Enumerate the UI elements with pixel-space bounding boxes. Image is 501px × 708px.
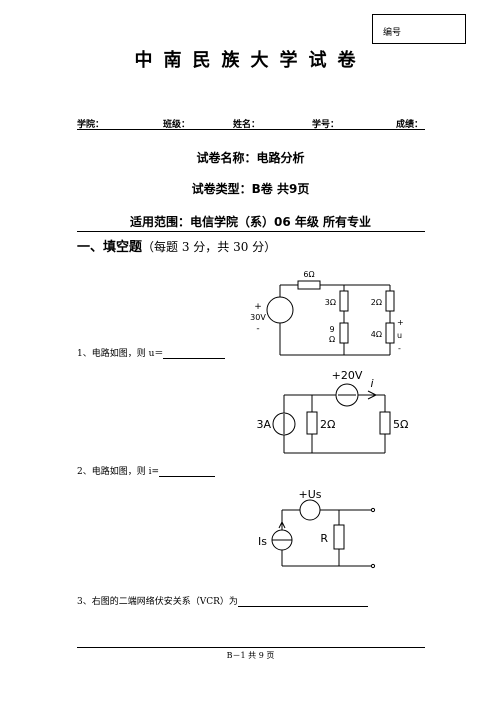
answer-blank-2[interactable] (159, 467, 216, 477)
c2-r2: 5Ω (393, 418, 408, 431)
code-box: 编号 (372, 14, 466, 44)
question-1-text: 1、电路如图，则 u＝ (77, 349, 164, 359)
c3-resistor: R (320, 532, 328, 545)
exam-scope: 适用范围：电信学院（系）06 年级 所有专业 (129, 215, 372, 229)
header-rule (77, 231, 425, 232)
answer-blank-3[interactable] (237, 597, 368, 607)
question-3-text: 3、右图的二端网络伏安关系（VCR）为 (77, 597, 238, 607)
question-2-text: 2、电路如图，则 i= (77, 467, 160, 477)
exam-name: 试卷名称：电路分析 (196, 151, 305, 165)
c1-u-minus: - (398, 344, 401, 353)
circuit-2: +20V i 3A 2Ω 5Ω (256, 369, 408, 454)
footer-rule (77, 647, 425, 648)
c1-u-plus: + (397, 318, 404, 327)
section-title: 一、填空题（每题 3 分，共 30 分） (77, 236, 276, 255)
c2-voltage-source: +20V (332, 369, 363, 382)
section-note: （每题 3 分，共 30 分） (142, 240, 277, 254)
question-2: 2、电路如图，则 i= (77, 464, 216, 477)
c1-r-mid1: 3Ω (325, 298, 336, 307)
college-field: 学院： (77, 120, 105, 130)
code-label: 编号 (383, 28, 402, 38)
c1-r-mid2-unit: Ω (329, 335, 335, 344)
circuit-1: 6Ω 3Ω 9 Ω 2Ω 4Ω + 30V - + u - (250, 270, 404, 356)
name-field: 姓名： (233, 120, 261, 130)
question-1: 1、电路如图，则 u＝ (77, 346, 226, 359)
student-id-field: 学号： (312, 120, 340, 130)
score-field: 成绩： (396, 120, 424, 130)
info-underline (77, 129, 425, 130)
c1-source-plus: + (254, 302, 262, 312)
exam-title: 中南民族大学试卷 (134, 50, 367, 71)
class-field: 班级： (163, 120, 191, 130)
c2-current-source: 3A (256, 418, 271, 431)
page-footer: B－1 共 9 页 (226, 651, 275, 660)
exam-type: 试卷类型：B卷 共9页 (191, 182, 310, 196)
c3-current-source: Is (258, 535, 267, 548)
c2-current-label: i (370, 377, 373, 390)
c1-u-label: u (397, 331, 402, 340)
c1-r-top: 6Ω (303, 270, 314, 279)
c1-r-right2: 4Ω (371, 330, 382, 339)
c1-r-right1: 2Ω (371, 298, 382, 307)
c1-r-mid2: 9 (329, 325, 334, 334)
c3-voltage-source: +Us (299, 488, 322, 501)
circuit-3: +Us Is R (258, 488, 376, 569)
c1-source-value: 30V (250, 313, 266, 322)
section-heading: 一、填空题 (77, 240, 143, 255)
c1-source-minus: - (256, 324, 259, 334)
answer-blank-1[interactable] (163, 349, 226, 359)
question-3: 3、右图的二端网络伏安关系（VCR）为 (77, 594, 368, 607)
c2-r1: 2Ω (320, 418, 335, 431)
